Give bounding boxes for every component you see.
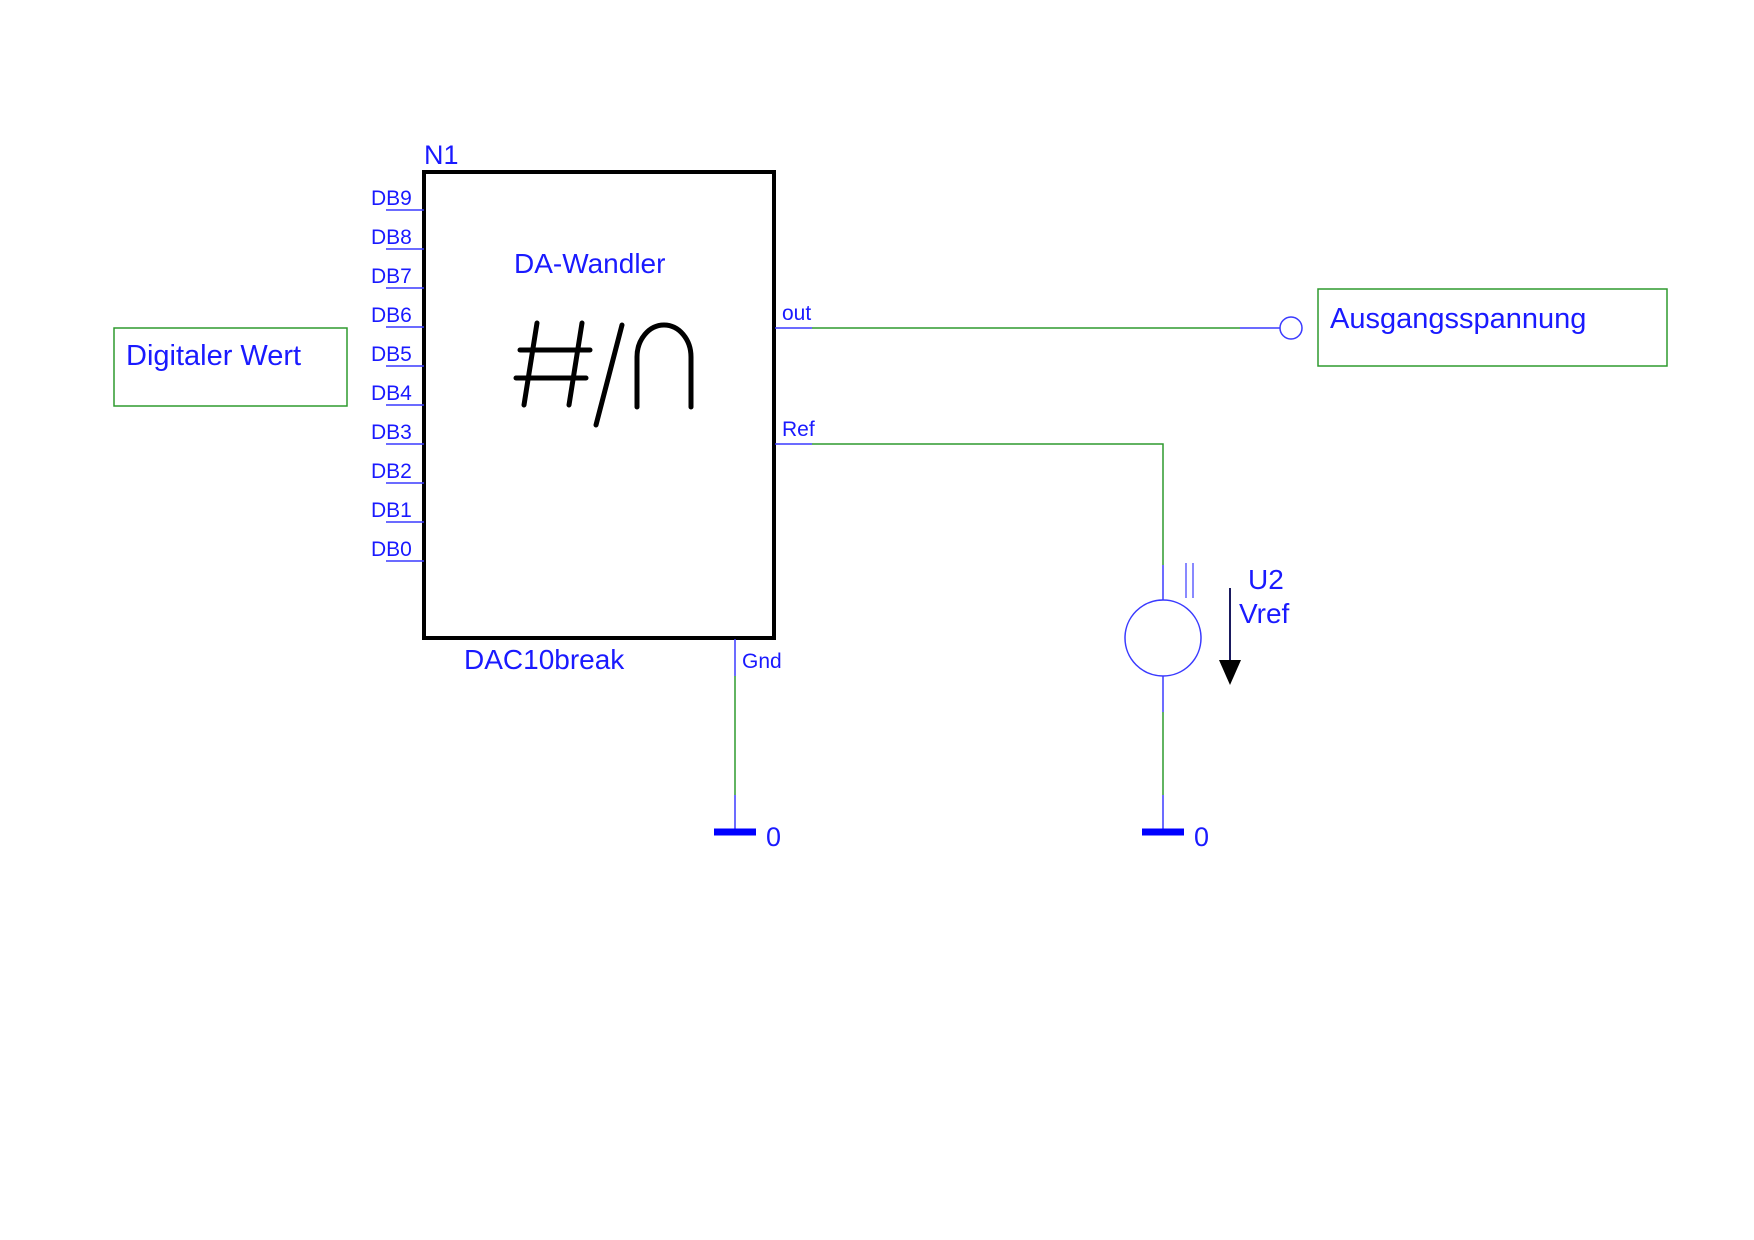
voltage-arrow-icon (1219, 588, 1241, 685)
output-label-box[interactable] (1317, 288, 1668, 367)
input-pin-label: DB1 (371, 499, 412, 522)
input-pin-label: DB4 (371, 382, 412, 405)
input-pin-label: DB6 (371, 304, 412, 327)
pin-ref-label: Ref (782, 418, 815, 441)
ground-2-label: 0 (1194, 822, 1209, 852)
dac-part-name: DAC10break (464, 644, 625, 675)
output-port-icon[interactable] (1279, 316, 1303, 340)
input-pin-label: DB3 (371, 421, 412, 444)
input-pin-label: DB2 (371, 460, 412, 483)
pin-out-label: out (782, 302, 811, 325)
input-pin-label: DB9 (371, 187, 412, 210)
input-pin-label: DB5 (371, 343, 412, 366)
ground-1-label: 0 (766, 822, 781, 852)
source-refdes: U2 (1248, 564, 1284, 595)
input-pin-label: DB7 (371, 265, 412, 288)
input-label-box[interactable] (113, 327, 348, 407)
voltage-source-icon[interactable] (1124, 599, 1202, 677)
input-pin-label: DB8 (371, 226, 412, 249)
pin-gnd-label: Gnd (742, 650, 782, 673)
input-pin-label: DB0 (371, 538, 412, 561)
source-name: Vref (1239, 598, 1290, 629)
output-label-text: Ausgangsspannung (1330, 303, 1586, 335)
polarity-marker-icon (1185, 563, 1194, 598)
ref-wire[interactable] (812, 443, 1164, 565)
dac-title: DA-Wandler (514, 248, 665, 279)
dac-symbol-icon (513, 320, 694, 428)
input-label-text: Digitaler Wert (126, 340, 301, 372)
dac-refdes: N1 (424, 140, 459, 170)
input-pins (386, 209, 424, 562)
